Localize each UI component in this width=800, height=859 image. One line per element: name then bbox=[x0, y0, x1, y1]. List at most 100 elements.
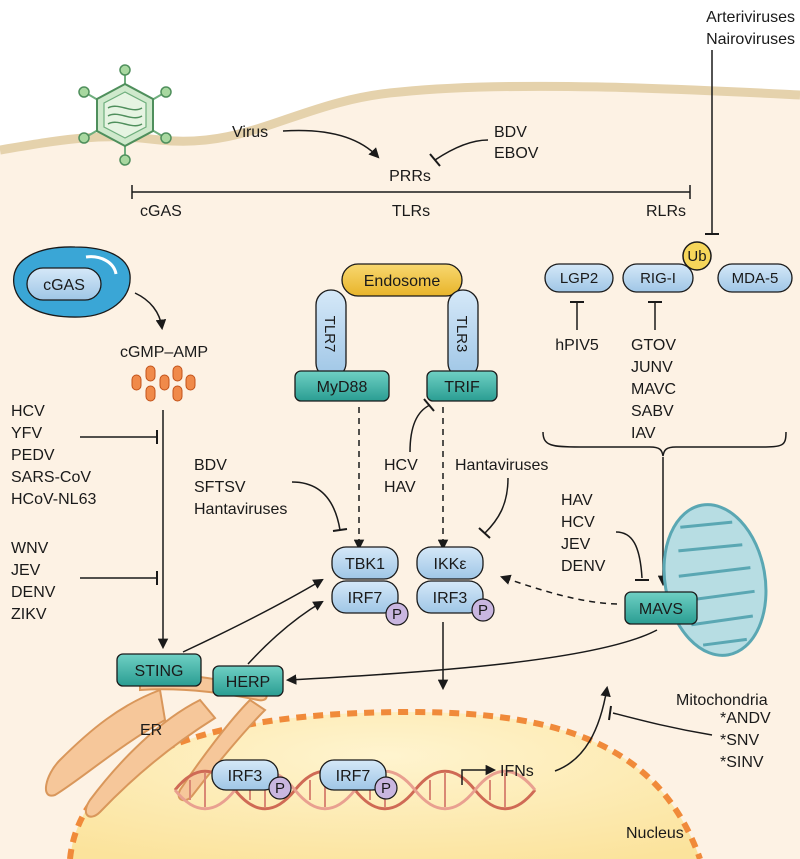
cgas-label: cGAS bbox=[43, 277, 85, 294]
mavs-to-herp-arrow bbox=[285, 629, 658, 685]
ifn-inhibition-line bbox=[612, 712, 713, 736]
trif-inhibition-bar bbox=[423, 398, 435, 412]
prrs-label: PRRs bbox=[389, 168, 431, 185]
nairoviruses-label: Nairoviruses bbox=[706, 31, 795, 48]
ikke-label: IKKε bbox=[434, 556, 467, 573]
trif-box bbox=[426, 370, 498, 402]
tlr7-label: TLR7 bbox=[321, 316, 338, 353]
tbk1-label: TBK1 bbox=[345, 556, 385, 573]
cgas-dna-strand-icon bbox=[85, 255, 118, 275]
irf7-phospho-icon bbox=[385, 602, 409, 626]
hav-trif-label: HAV bbox=[384, 479, 416, 496]
myd88-label: MyD88 bbox=[317, 379, 368, 396]
tbk1-box bbox=[331, 546, 399, 580]
sinv-label: *SINV bbox=[720, 754, 764, 771]
rig-i-box bbox=[622, 263, 694, 293]
mavs-inhibition-line bbox=[615, 531, 643, 579]
sting-to-tbk1-arrow bbox=[182, 578, 324, 653]
ebov-top-label: EBOV bbox=[494, 145, 539, 162]
jev-mavs-label: JEV bbox=[561, 536, 591, 553]
ikke-inhibition-line bbox=[484, 477, 509, 534]
endosome-label: Endosome bbox=[364, 273, 441, 290]
pedv-label: PEDV bbox=[11, 447, 55, 464]
ub-label: Ub bbox=[687, 248, 706, 265]
nuclear-irf7-label: IRF7 bbox=[336, 768, 371, 785]
tlr3-label: TLR3 bbox=[453, 316, 470, 353]
zikv-label: ZIKV bbox=[11, 606, 47, 623]
nuclear-irf3-phospho-icon bbox=[268, 776, 292, 800]
arteriviruses-label: Arteriviruses bbox=[706, 9, 795, 26]
jev-sting-label: JEV bbox=[11, 562, 41, 579]
lgp2-box bbox=[544, 263, 614, 293]
irf3-p-label: P bbox=[478, 602, 488, 619]
nuclear-irf3-label: IRF3 bbox=[228, 768, 263, 785]
gtov-label: GTOV bbox=[631, 337, 676, 354]
er-icon bbox=[45, 673, 268, 818]
prr-tlrs-label: TLRs bbox=[392, 203, 430, 220]
irf7-p-label: P bbox=[392, 606, 402, 623]
mavs-label: MAVS bbox=[639, 601, 683, 618]
cgas-box bbox=[26, 267, 102, 301]
cgamp-label: cGMP–AMP bbox=[120, 344, 208, 361]
denv-mavs-label: DENV bbox=[561, 558, 606, 575]
hcv-cgas-label: HCV bbox=[11, 403, 45, 420]
nuclear-irf3-box bbox=[211, 759, 279, 791]
yfv-label: YFV bbox=[11, 425, 42, 442]
sars-cov-label: SARS-CoV bbox=[11, 469, 91, 486]
mavs-to-ikke-arrow bbox=[500, 574, 618, 605]
er-label: ER bbox=[140, 722, 162, 739]
mda5-label: MDA-5 bbox=[732, 270, 779, 287]
andv-label: *ANDV bbox=[720, 710, 771, 727]
bdv-ebov-inhibition bbox=[434, 139, 489, 161]
ifn-inhibition-bar bbox=[608, 705, 612, 721]
cgamp-molecules-icon bbox=[131, 365, 196, 402]
bdv-ebov-inhibition-bar bbox=[429, 153, 441, 167]
hantaviruses-tbk-label: Hantaviruses bbox=[194, 501, 287, 518]
tbk1-inhibition-bar bbox=[332, 528, 348, 532]
herp-label: HERP bbox=[226, 674, 270, 691]
mavs-box bbox=[624, 591, 698, 625]
nuclear-irf3-p-label: P bbox=[275, 780, 285, 797]
hav-mavs-label: HAV bbox=[561, 492, 593, 509]
virus-label: Virus bbox=[232, 124, 268, 141]
nucleus-label: Nucleus bbox=[626, 825, 684, 842]
sting-label: STING bbox=[135, 663, 184, 680]
nuclear-irf7-p-label: P bbox=[381, 780, 391, 797]
prr-cgas-label: cGAS bbox=[140, 203, 182, 220]
lgp2-label: LGP2 bbox=[560, 270, 598, 287]
snv-label: *SNV bbox=[720, 732, 759, 749]
bdv-top-label: BDV bbox=[494, 124, 527, 141]
iav-label: IAV bbox=[631, 425, 656, 442]
myd88-box bbox=[294, 370, 390, 402]
mavc-label: MAVC bbox=[631, 381, 676, 398]
mda5-box bbox=[717, 263, 793, 293]
wnv-label: WNV bbox=[11, 540, 49, 557]
ikke-box bbox=[416, 546, 484, 580]
mitochondria-label: Mitochondria bbox=[676, 692, 768, 709]
hantaviruses-ikk-label: Hantaviruses bbox=[455, 457, 548, 474]
rlr-brace bbox=[542, 431, 787, 457]
irf3-label: IRF3 bbox=[433, 590, 468, 607]
rig-i-label: RIG-I bbox=[640, 270, 676, 287]
denv-sting-label: DENV bbox=[11, 584, 56, 601]
sting-box bbox=[116, 653, 202, 687]
virus-particle-icon bbox=[78, 64, 172, 166]
herp-to-irf7-arrow bbox=[247, 600, 324, 665]
hcv-trif-label: HCV bbox=[384, 457, 418, 474]
ifn-secretion-arrow bbox=[554, 685, 611, 772]
prr-rlrs-label: RLRs bbox=[646, 203, 686, 220]
bdv-tbk-label: BDV bbox=[194, 457, 227, 474]
ubiquitin-icon bbox=[682, 241, 712, 271]
transcription-start-arrow bbox=[461, 764, 497, 785]
hcv-mavs-label: HCV bbox=[561, 514, 595, 531]
irf7-box bbox=[331, 580, 399, 614]
irf3-phospho-icon bbox=[471, 598, 495, 622]
irf3-box bbox=[416, 580, 484, 614]
junv-label: JUNV bbox=[631, 359, 673, 376]
ikke-inhibition-bar bbox=[478, 527, 491, 539]
ifns-label: IFNs bbox=[500, 763, 534, 780]
herp-box bbox=[212, 665, 284, 697]
nuclear-irf7-phospho-icon bbox=[374, 776, 398, 800]
sabv-label: SABV bbox=[631, 403, 674, 420]
